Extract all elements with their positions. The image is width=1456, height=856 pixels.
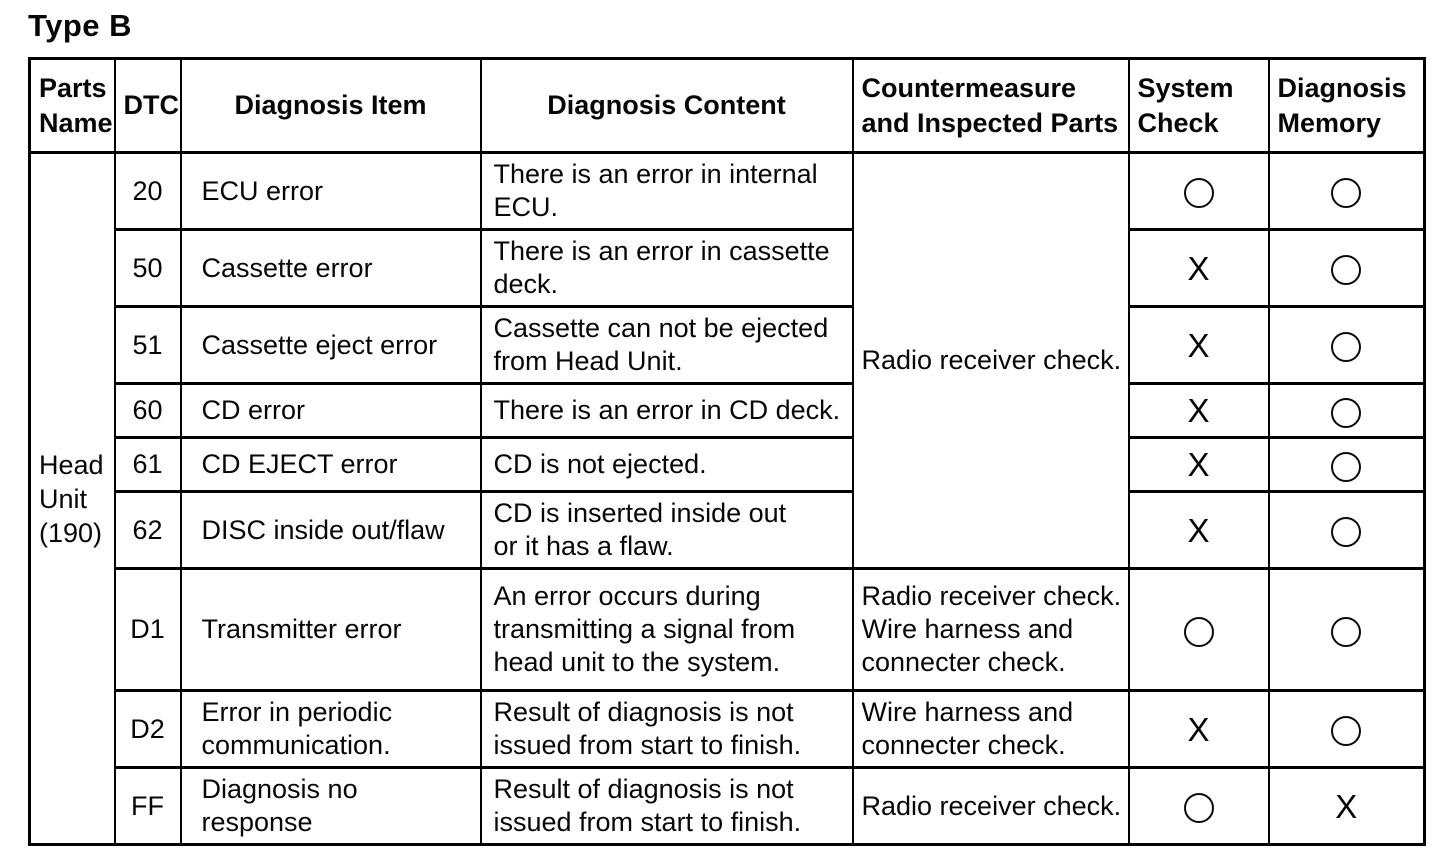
page-title: Type B: [28, 8, 133, 43]
diagnosis-item-cell: Cassette eject error: [179, 305, 482, 385]
diagnosis-content-cell: There is an error in internal ECU.: [479, 151, 854, 231]
circle-mark-icon: [1331, 517, 1362, 548]
header-diagnosis-item: Diagnosis Item: [179, 57, 482, 154]
diagnosis-item-cell: Error in periodic communication.: [179, 689, 482, 769]
diagnosis-memory-cell: [1267, 151, 1426, 231]
countermeasure-cell: Radio receiver check. Wire harness and c…: [851, 567, 1130, 692]
header-countermeasure: Countermeasure and Inspected Parts: [851, 57, 1130, 154]
table-row: Head Unit (190) 20 ECU error There is an…: [28, 151, 1426, 846]
system-check-cell: X: [1127, 228, 1270, 308]
diagnosis-memory-cell: [1267, 689, 1426, 769]
circle-mark-icon: [1331, 332, 1362, 363]
diagnosis-memory-cell: [1267, 567, 1426, 692]
diagnosis-content-cell: CD is not ejected.: [479, 436, 854, 493]
header-dtc: DTC: [113, 57, 182, 154]
diagnosis-item-cell: CD error: [179, 382, 482, 439]
diagnosis-content-cell: Result of diagnosis is not issued from s…: [479, 766, 854, 846]
system-check-cell: [1127, 766, 1270, 846]
diagnosis-item-cell: Cassette error: [179, 228, 482, 308]
diagnosis-memory-cell: X: [1267, 766, 1426, 846]
diagnosis-content-cell: An error occurs during transmitting a si…: [479, 567, 854, 692]
dtc-cell: 20: [113, 151, 182, 231]
diagnosis-memory-cell: [1267, 382, 1426, 439]
diagnosis-item-cell: DISC inside out/flaw: [179, 490, 482, 570]
system-check-cell: X: [1127, 436, 1270, 493]
countermeasure-cell: Radio receiver check.: [851, 766, 1130, 846]
diagnosis-item-cell: ECU error: [179, 151, 482, 231]
diagnosis-content-cell: Result of diagnosis is not issued from s…: [479, 689, 854, 769]
diagnosis-memory-cell: [1267, 305, 1426, 385]
countermeasure-cell: Wire harness and connecter check.: [851, 689, 1130, 769]
system-check-cell: [1127, 151, 1270, 231]
diagnosis-item-cell: CD EJECT error: [179, 436, 482, 493]
table-row: 62 DISC inside out/flaw CD is inserted i…: [30, 490, 1426, 570]
dtc-cell: 50: [113, 228, 182, 308]
circle-mark-icon: [1331, 178, 1362, 209]
circle-mark-icon: [1183, 793, 1214, 824]
system-check-cell: X: [1127, 305, 1270, 385]
dtc-cell: D2: [113, 689, 182, 769]
header-parts-name: Parts Name: [28, 57, 116, 154]
diagnosis-memory-cell: [1267, 436, 1426, 493]
table-row: D1 Transmitter error An error occurs dur…: [30, 567, 1426, 692]
diagnosis-content-cell: CD is inserted inside out or it has a fl…: [479, 490, 854, 570]
table-row: D2 Error in periodic communication. Resu…: [30, 689, 1426, 769]
circle-mark-icon: [1331, 397, 1362, 428]
diagnosis-content-cell: Cassette can not be ejected from Head Un…: [479, 305, 854, 385]
diagnosis-item-cell: Transmitter error: [179, 567, 482, 692]
circle-mark-icon: [1331, 616, 1362, 647]
dtc-cell: 60: [113, 382, 182, 439]
header-system-check: System Check: [1127, 57, 1270, 154]
system-check-cell: X: [1127, 490, 1270, 570]
table-row: 50 Cassette error There is an error in c…: [30, 228, 1426, 308]
circle-mark-icon: [1331, 716, 1362, 747]
diagnosis-content-cell: There is an error in CD deck.: [479, 382, 854, 439]
countermeasure-cell: Radio receiver check.: [851, 151, 1130, 570]
dtc-cell: FF: [113, 766, 182, 846]
table-row: 61 CD EJECT error CD is not ejected. X: [30, 436, 1426, 493]
dtc-cell: 61: [113, 436, 182, 493]
circle-mark-icon: [1331, 255, 1362, 286]
table-row: FF Diagnosis no response Result of diagn…: [30, 766, 1426, 846]
dtc-cell: D1: [113, 567, 182, 692]
header-row: Parts Name DTC Diagnosis Item Diagnosis …: [28, 57, 1426, 154]
system-check-cell: [1127, 567, 1270, 692]
circle-mark-icon: [1183, 616, 1214, 647]
table-row: 60 CD error There is an error in CD deck…: [30, 382, 1426, 439]
dtc-cell: 51: [113, 305, 182, 385]
circle-mark-icon: [1331, 451, 1362, 482]
circle-mark-icon: [1183, 178, 1214, 209]
system-check-cell: X: [1127, 689, 1270, 769]
diagnosis-memory-cell: [1267, 490, 1426, 570]
header-diagnosis-content: Diagnosis Content: [479, 57, 854, 154]
table-row: 51 Cassette eject error Cassette can not…: [30, 305, 1426, 385]
diagnosis-content-cell: There is an error in cassette deck.: [479, 228, 854, 308]
system-check-cell: X: [1127, 382, 1270, 439]
dtc-cell: 62: [113, 490, 182, 570]
header-diagnosis-memory: Diagnosis Memory: [1267, 57, 1426, 154]
diagnosis-table: Parts Name DTC Diagnosis Item Diagnosis …: [28, 57, 1426, 846]
diagnosis-memory-cell: [1267, 228, 1426, 308]
parts-name-cell: Head Unit (190): [28, 151, 116, 846]
diagnosis-item-cell: Diagnosis no response: [179, 766, 482, 846]
